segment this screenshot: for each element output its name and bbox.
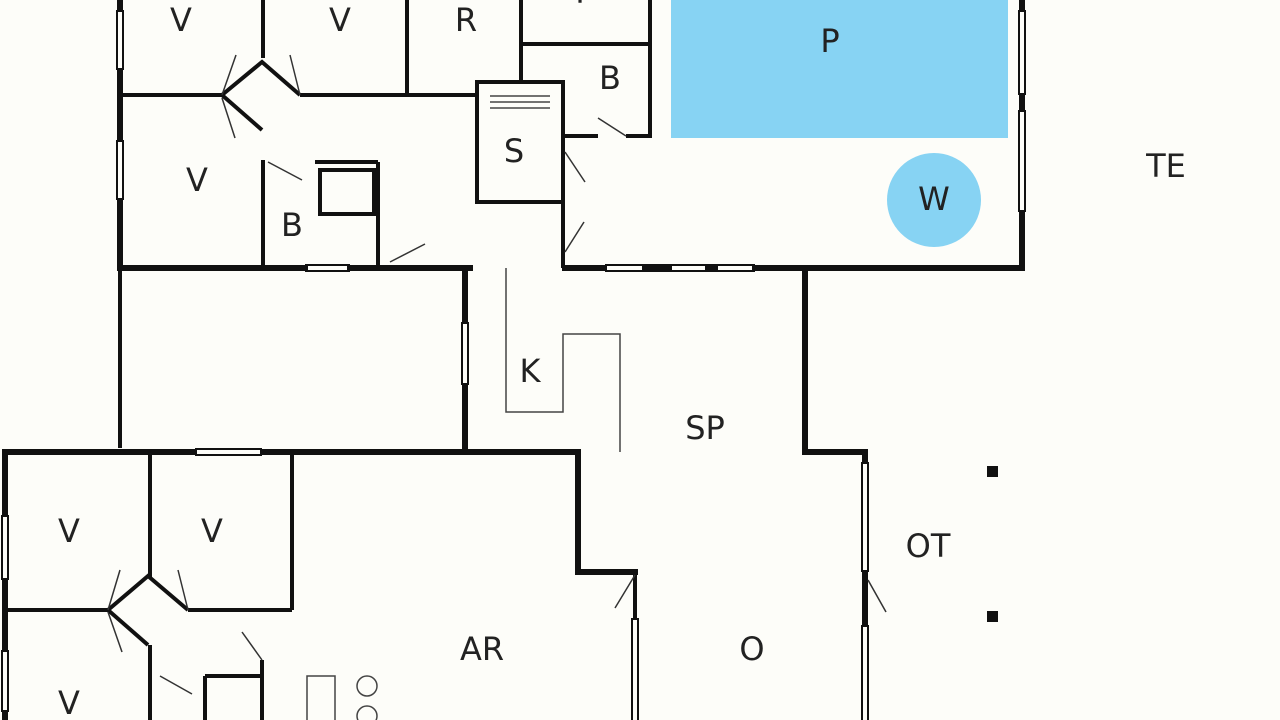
room-label-b2: B: [281, 206, 303, 244]
room-label-s: S: [504, 132, 524, 170]
room-label-w: W: [918, 180, 950, 218]
room-label-v4: V: [58, 512, 80, 550]
terrace-post: [987, 611, 998, 622]
upper-wing-doors: [221, 54, 627, 263]
room-label-ot: OT: [906, 527, 951, 565]
terrace-post: [987, 466, 998, 477]
room-label-k: K: [520, 352, 542, 390]
room-label-v1: V: [170, 1, 192, 39]
room-label-sp: SP: [685, 409, 725, 447]
pool-area: [671, 0, 1008, 138]
lower-wing-doors: [107, 569, 887, 695]
room-label-v2: V: [329, 1, 351, 39]
room-label-te: TE: [1145, 147, 1186, 185]
room-label-o: O: [739, 630, 764, 668]
room-label-t: T: [569, 0, 590, 11]
room-label-b1: B: [599, 59, 621, 97]
room-label-v5: V: [201, 512, 223, 550]
upper-wing-windows: [116, 10, 1026, 272]
room-label-r: R: [455, 1, 477, 39]
room-label-p: P: [820, 22, 839, 60]
room-label-v6: V: [58, 684, 80, 720]
whirlpool-area: [887, 153, 981, 247]
lower-wing-walls: [1, 448, 869, 720]
room-label-ar: AR: [460, 630, 504, 668]
central-walls: [118, 265, 868, 455]
room-label-v3: V: [186, 161, 208, 199]
